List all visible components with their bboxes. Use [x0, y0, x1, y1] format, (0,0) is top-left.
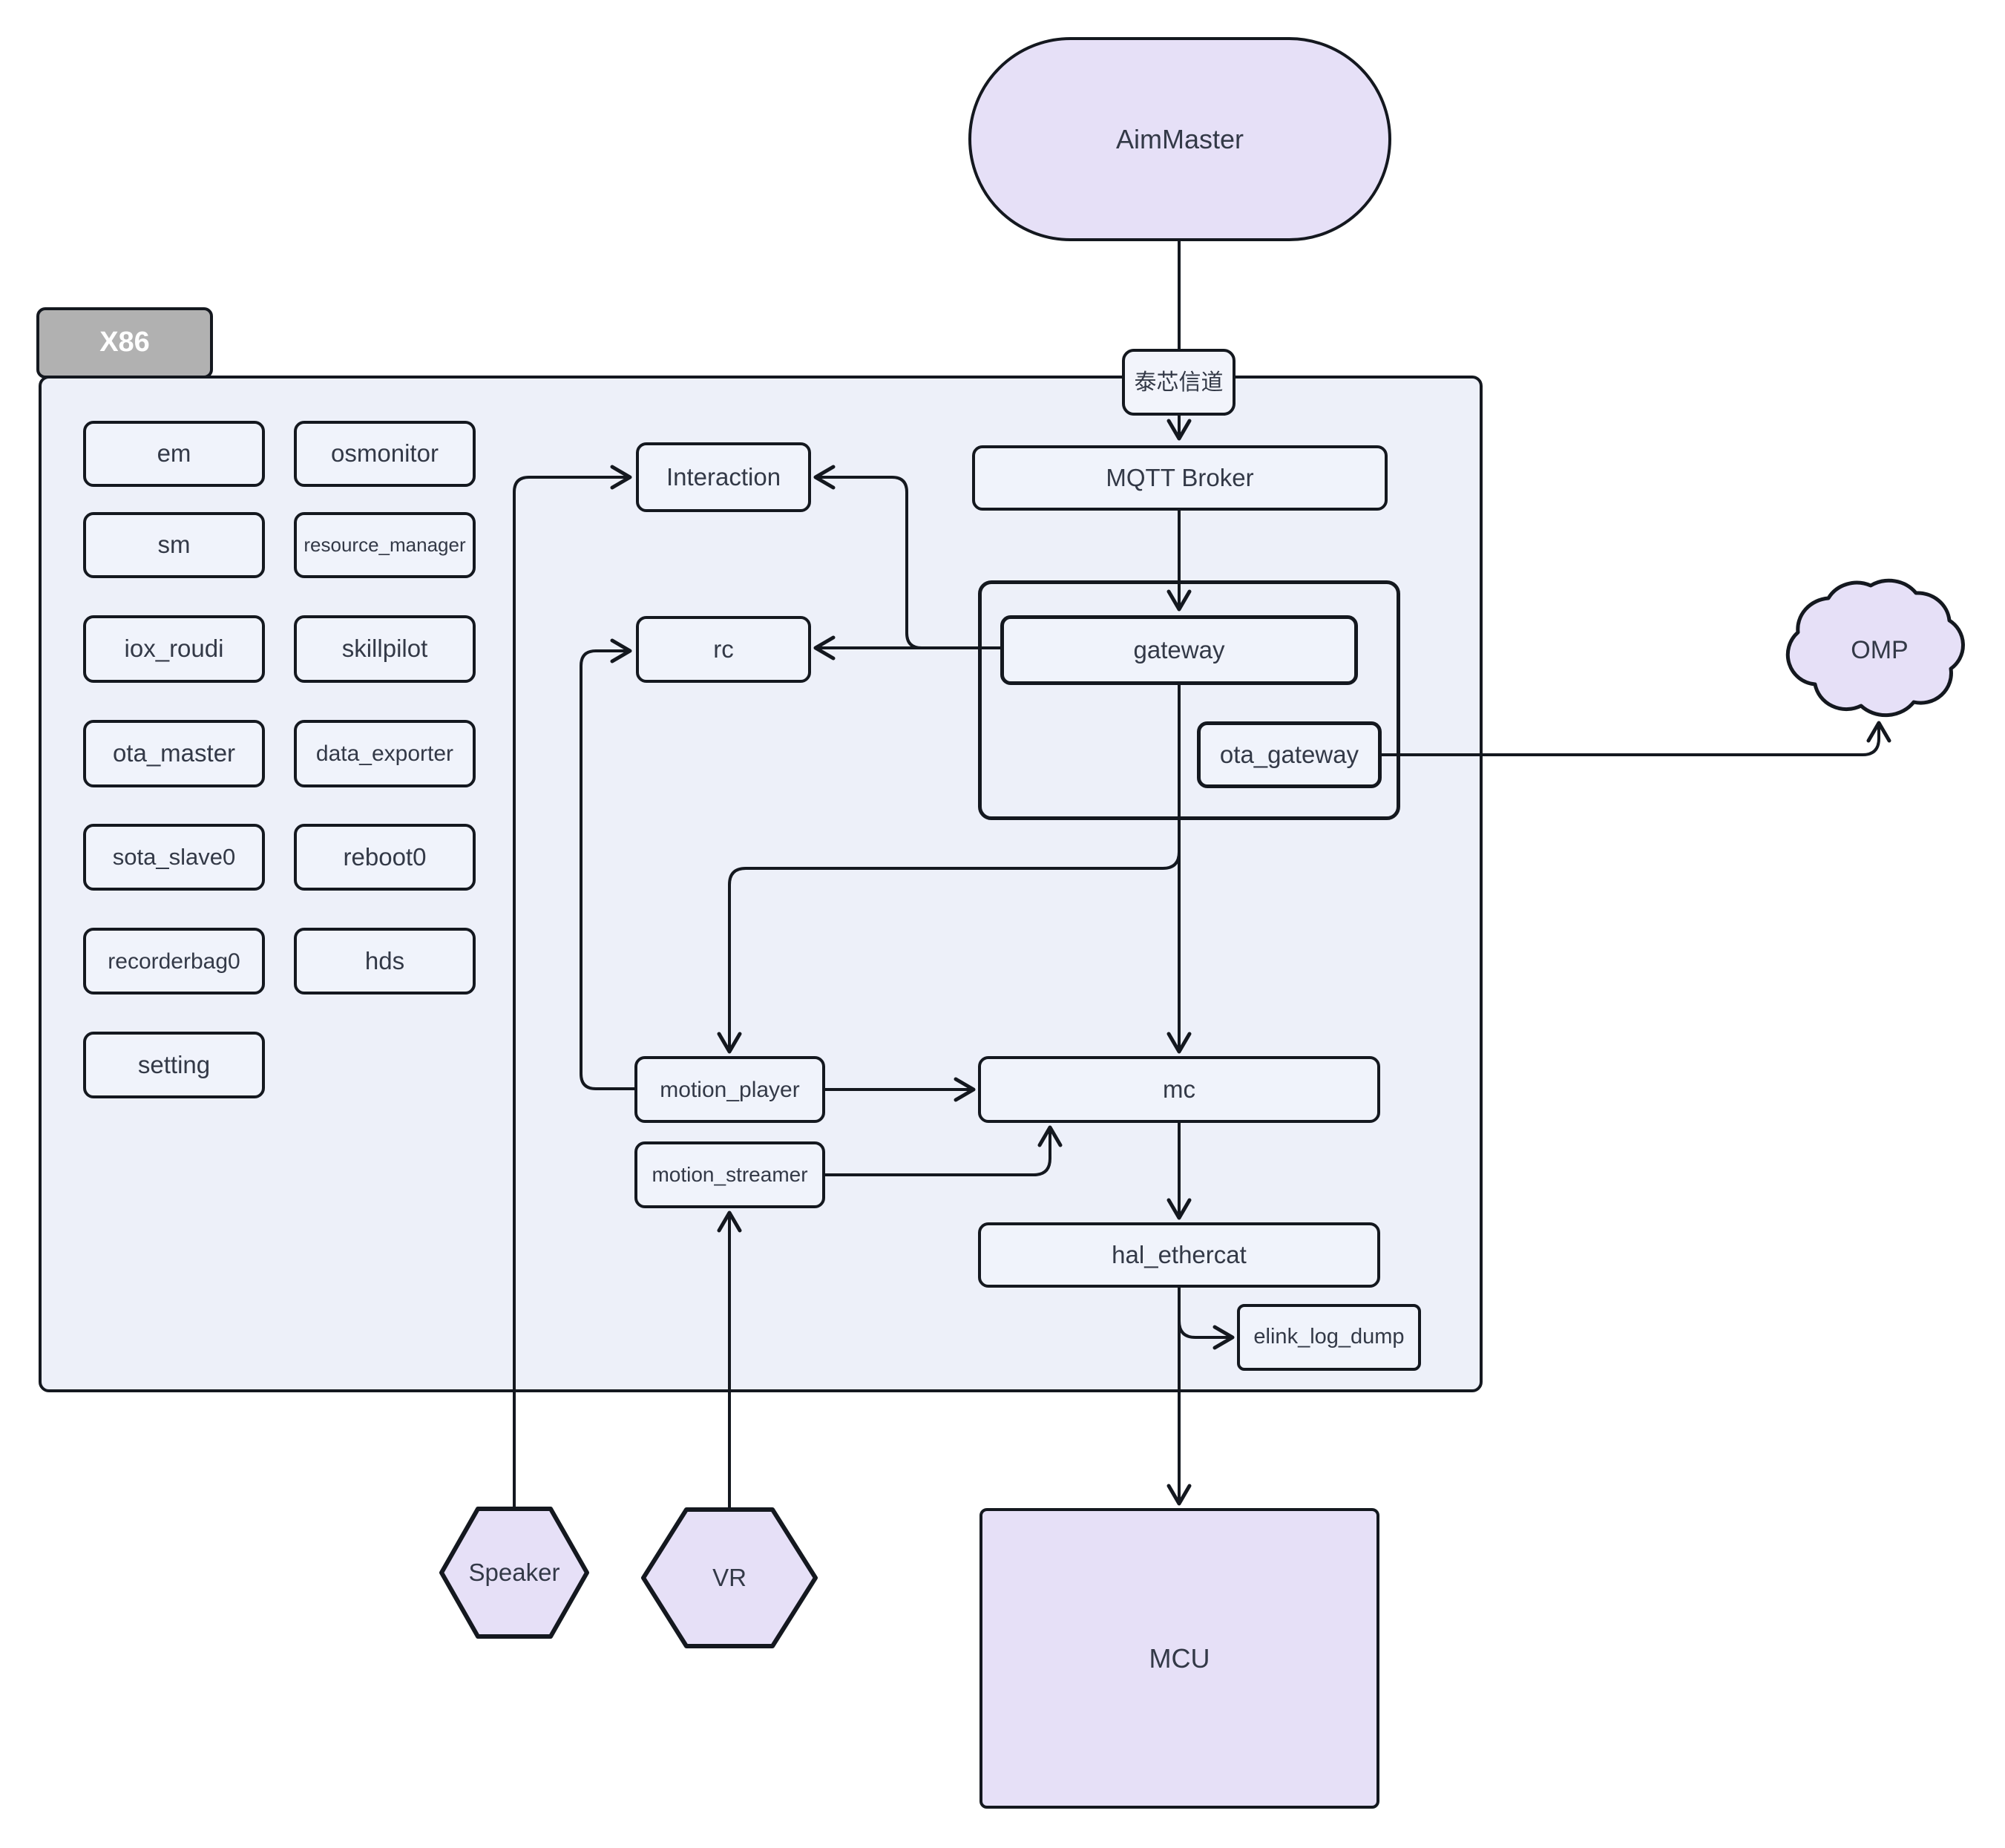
node-ota-gateway: ota_gateway [1197, 721, 1382, 788]
grid-box-hds: hds [294, 928, 476, 995]
speaker-hexagon-shape [439, 1507, 589, 1639]
grid-box-sm: sm [83, 512, 265, 578]
gateway-group-container [978, 580, 1400, 820]
grid-box-sota-slave0: sota_slave0 [83, 824, 265, 891]
grid-box-recorderbag0: recorderbag0 [83, 928, 265, 995]
edge-gateway-motionplayer [717, 851, 1181, 1054]
node-channel: 泰芯信道 [1122, 349, 1236, 416]
grid-box-reboot0: reboot0 [294, 824, 476, 891]
omp-label: OMP [1851, 635, 1909, 664]
vr-label: VR [712, 1564, 746, 1591]
speaker-label: Speaker [468, 1559, 560, 1586]
grid-box-setting: setting [83, 1032, 265, 1098]
mqtt-broker-label: MQTT Broker [1106, 463, 1254, 491]
grid-box-skillpilot: skillpilot [294, 615, 476, 683]
edge-speaker-interaction [513, 465, 632, 1509]
grid-box-osmonitor: osmonitor [294, 421, 476, 487]
node-gateway: gateway [1000, 615, 1358, 685]
edge-halethercat-elink [1178, 1288, 1235, 1350]
node-motion-player: motion_player [634, 1056, 825, 1123]
node-motion-streamer: motion_streamer [634, 1141, 825, 1208]
edge-motionplayer-rc [580, 638, 634, 1090]
grid-box-em: em [83, 421, 265, 487]
node-interaction: Interaction [636, 442, 811, 512]
x86-tab: X86 [36, 307, 213, 379]
vr-hexagon-shape [641, 1507, 818, 1648]
node-mcu: MCU [979, 1508, 1379, 1809]
grid-box-ota-master: ota_master [83, 720, 265, 787]
x86-tab-label: X86 [99, 327, 150, 358]
node-mqtt-broker: MQTT Broker [972, 445, 1388, 511]
node-hal-ethercat: hal_ethercat [978, 1222, 1380, 1288]
aim-master-label: AimMaster [1115, 123, 1244, 154]
grid-box-resource-manager: resource_manager [294, 512, 476, 578]
edge-otagateway-omp [1382, 721, 1891, 756]
grid-box-iox-roudi: iox_roudi [83, 615, 265, 683]
node-mc: mc [978, 1056, 1380, 1123]
omp-cloud-shape [1785, 578, 1965, 718]
edge-gateway-interaction [813, 465, 1000, 649]
node-rc: rc [636, 616, 811, 683]
grid-box-data-exporter: data_exporter [294, 720, 476, 787]
node-elink-log-dump: elink_log_dump [1237, 1304, 1421, 1371]
channel-label: 泰芯信道 [1134, 370, 1224, 395]
node-aim-master: AimMaster [968, 37, 1391, 241]
edge-motionstreamer-mc [825, 1125, 1063, 1176]
